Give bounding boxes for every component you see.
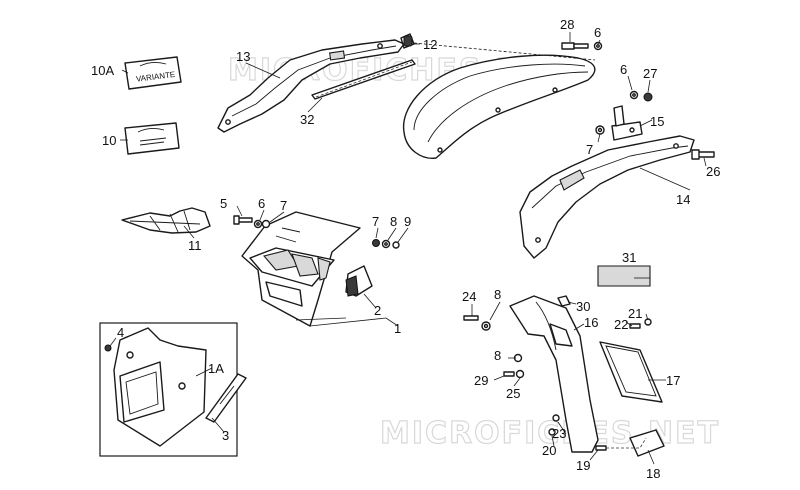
callout-22: 22 xyxy=(614,317,628,332)
nut-7-right xyxy=(595,125,605,135)
callout-31: 31 xyxy=(622,250,636,265)
callout-21: 21 xyxy=(628,306,642,321)
callout-25: 25 xyxy=(506,386,520,401)
callout-10a: 10A xyxy=(91,63,114,78)
lens-2 xyxy=(345,265,373,297)
washer-6-mid xyxy=(253,219,263,229)
callout-2: 2 xyxy=(374,303,381,318)
rivet-23 xyxy=(552,414,560,422)
callout-24: 24 xyxy=(462,289,476,304)
callout-26: 26 xyxy=(706,164,720,179)
leader-lines xyxy=(109,32,707,465)
nut-27 xyxy=(643,92,653,102)
reflector-18 xyxy=(629,429,665,457)
callout-23: 23 xyxy=(552,426,566,441)
nut-25 xyxy=(515,369,525,379)
license-bracket-1A xyxy=(113,327,207,447)
callout-9: 9 xyxy=(404,214,411,229)
washer-8-low xyxy=(481,321,491,331)
bolt-26 xyxy=(691,149,715,160)
bracket-15 xyxy=(611,105,643,141)
washer-8-mid xyxy=(381,239,391,249)
callout-8-mid-low: 8 xyxy=(494,348,501,363)
callout-12: 12 xyxy=(423,37,437,52)
callout-17: 17 xyxy=(666,373,680,388)
callout-27: 27 xyxy=(643,66,657,81)
callout-29: 29 xyxy=(474,373,488,388)
callout-6-right: 6 xyxy=(620,62,627,77)
tail-light-assembly xyxy=(241,211,361,327)
callout-18: 18 xyxy=(646,466,660,481)
callout-6-top: 6 xyxy=(594,25,601,40)
license-plate-17 xyxy=(599,341,663,403)
nut-9 xyxy=(392,241,400,249)
screw-4 xyxy=(104,344,112,352)
callout-8-mid: 8 xyxy=(390,214,397,229)
rear-mudguard xyxy=(402,54,596,159)
callout-13: 13 xyxy=(236,49,250,64)
clip-30 xyxy=(557,295,571,307)
callout-7-mid-left: 7 xyxy=(280,198,287,213)
callout-28: 28 xyxy=(560,17,574,32)
callout-4: 4 xyxy=(117,325,124,340)
reflector-31 xyxy=(597,265,651,287)
callout-8-low: 8 xyxy=(494,287,501,302)
callout-16: 16 xyxy=(584,315,598,330)
callout-30: 30 xyxy=(576,299,590,314)
callout-5: 5 xyxy=(220,196,227,211)
rear-support-16 xyxy=(509,295,599,453)
callout-7-mid-right: 7 xyxy=(372,214,379,229)
callout-15: 15 xyxy=(650,114,664,129)
decal-emblem xyxy=(124,122,180,155)
callout-32: 32 xyxy=(300,112,314,127)
callout-labels: 10A 10 11 13 32 12 28 6 6 27 7 15 26 14 … xyxy=(91,17,720,481)
screw-29 xyxy=(503,371,515,377)
bolt-28 xyxy=(561,42,589,50)
callout-10: 10 xyxy=(102,133,116,148)
decal-variante: VARIANTE xyxy=(124,56,182,90)
screw-19 xyxy=(595,445,607,451)
callout-19: 19 xyxy=(576,458,590,473)
callout-6-mid: 6 xyxy=(258,196,265,211)
washer-6-top xyxy=(593,41,603,51)
side-strip-right xyxy=(519,135,695,259)
callout-1: 1 xyxy=(394,321,401,336)
nut-7-mid-left xyxy=(261,219,271,229)
screw-5 xyxy=(233,215,253,225)
callout-11: 11 xyxy=(188,238,202,253)
rivet-20 xyxy=(548,428,556,436)
bolt-24 xyxy=(463,315,479,321)
callout-7-right: 7 xyxy=(586,142,593,157)
cap-12 xyxy=(403,35,413,47)
callout-14: 14 xyxy=(676,192,690,207)
nut-7-mid-right xyxy=(372,239,380,247)
callout-20: 20 xyxy=(542,443,556,458)
reflector-bracket-3 xyxy=(205,373,247,423)
washer-6-right xyxy=(629,90,639,100)
rubber-strip-32 xyxy=(311,59,416,100)
callout-3: 3 xyxy=(222,428,229,443)
callout-1a: 1A xyxy=(208,361,224,376)
cover-part-11 xyxy=(121,207,211,234)
screw-22 xyxy=(629,323,641,329)
